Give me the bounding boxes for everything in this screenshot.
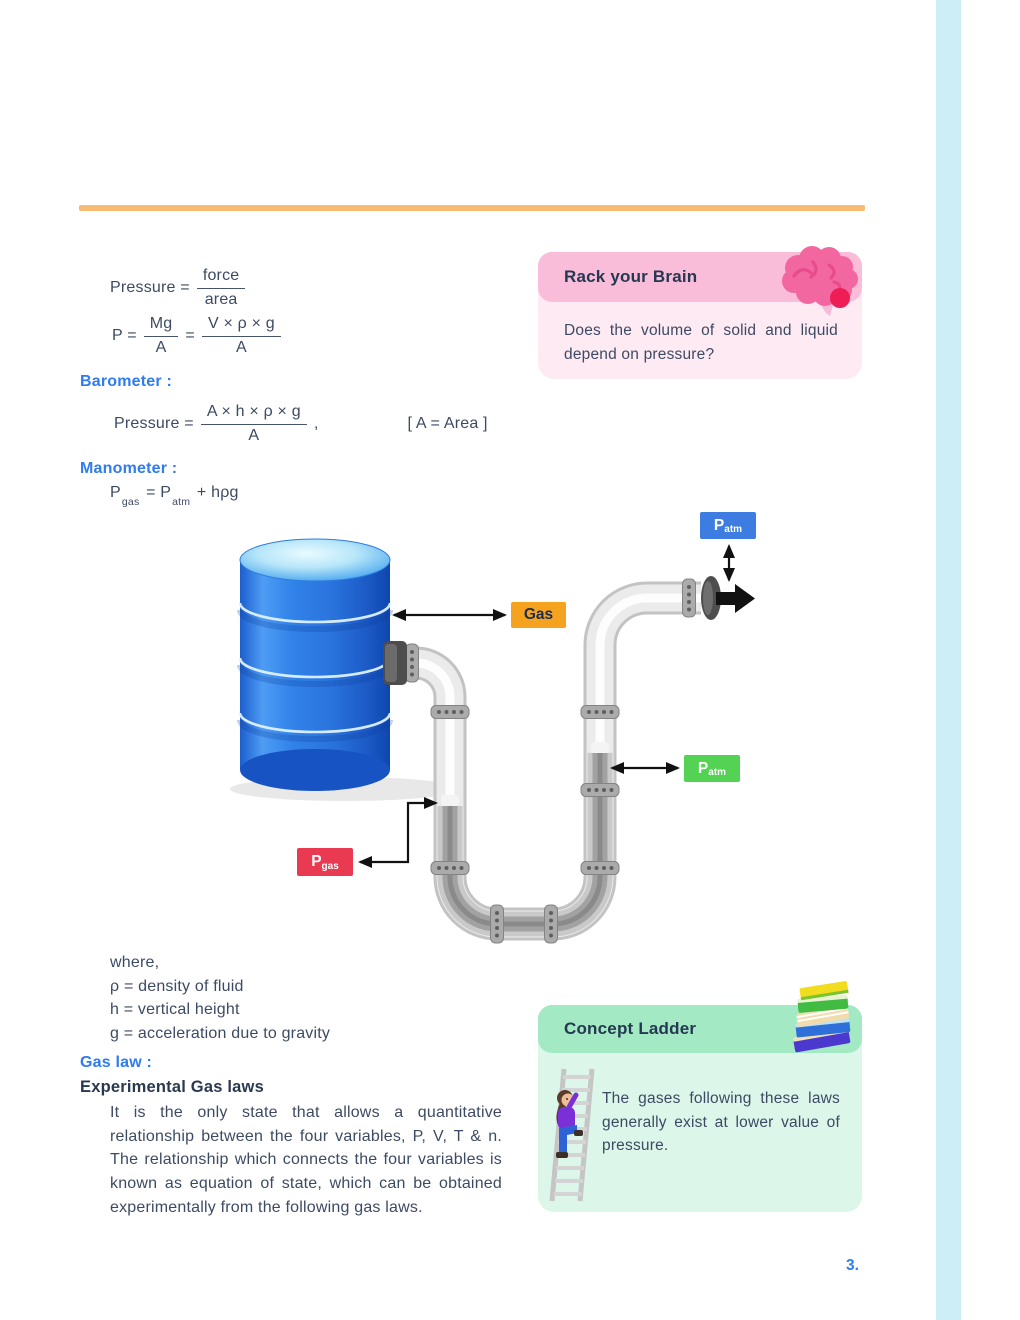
top-accent-bar bbox=[79, 205, 865, 211]
gas-subscript: gas bbox=[121, 496, 140, 509]
formula-lhs: Pressure = bbox=[110, 279, 190, 297]
atmosphere-arrow bbox=[716, 584, 755, 613]
where-line: g = acceleration due to gravity bbox=[110, 1025, 331, 1043]
barometer-formula: Pressure = A × h × ρ × g A , [ A = Area … bbox=[114, 402, 488, 447]
rack-your-brain-text: Does the volume of solid and liquid depe… bbox=[564, 322, 838, 363]
where-line: h = vertical height bbox=[110, 1001, 240, 1019]
equals-sign: = bbox=[185, 327, 195, 345]
rack-your-brain-header: Rack your Brain bbox=[538, 246, 862, 316]
page-side-strip bbox=[936, 0, 961, 1320]
brain-icon bbox=[782, 246, 858, 316]
concept-ladder-title: Concept Ladder bbox=[564, 1019, 697, 1038]
gas-tank bbox=[237, 538, 393, 791]
tank-port bbox=[383, 641, 407, 685]
pressure-expanded-formula: P = Mg A = V × ρ × g A bbox=[112, 314, 281, 359]
barometer-heading: Barometer : bbox=[80, 373, 173, 390]
where-block: where, ρ = density of fluid h = vertical… bbox=[110, 951, 330, 1046]
annotation-arrows bbox=[358, 544, 755, 868]
manometer-heading: Manometer : bbox=[80, 460, 178, 477]
concept-ladder-card: Concept Ladder bbox=[538, 981, 862, 1212]
fraction: Mg A bbox=[143, 314, 179, 359]
gas-law-heading: Gas law : bbox=[80, 1054, 153, 1071]
ladder-climber-icon bbox=[549, 1068, 595, 1202]
p-symbol: P bbox=[110, 484, 121, 501]
rack-your-brain-card: Rack your Brain Does the volume of solid… bbox=[538, 246, 862, 379]
comma: , bbox=[313, 415, 319, 433]
equals-sign: = bbox=[146, 484, 161, 501]
page-number: 3. bbox=[846, 1257, 859, 1274]
concept-ladder-header: Concept Ladder bbox=[538, 981, 862, 1053]
experimental-gas-laws-heading: Experimental Gas laws bbox=[80, 1078, 264, 1096]
where-intro: where, bbox=[110, 954, 160, 971]
formula-lhs: Pressure = bbox=[114, 415, 194, 433]
area-note: [ A = Area ] bbox=[407, 415, 488, 433]
fraction: V × ρ × g A bbox=[201, 314, 281, 359]
manometer-formula: Pgas = Patm + hρg bbox=[110, 484, 239, 508]
formula-lhs: P = bbox=[112, 327, 137, 345]
gas-law-paragraph: It is the only state that allows a quant… bbox=[110, 1104, 502, 1216]
concept-ladder-text: The gases following these laws generally… bbox=[602, 1090, 840, 1154]
formula-tail: + hρg bbox=[196, 484, 239, 501]
manometer-diagram bbox=[230, 538, 755, 944]
fraction: A × h × ρ × g A bbox=[200, 402, 307, 447]
books-icon bbox=[793, 981, 851, 1053]
pipe-open-end bbox=[701, 576, 721, 620]
fraction: force area bbox=[196, 266, 246, 311]
p-symbol: P bbox=[160, 484, 172, 501]
rack-your-brain-title: Rack your Brain bbox=[564, 267, 698, 286]
gas-label: Gas bbox=[511, 602, 566, 628]
pressure-definition-formula: Pressure = force area bbox=[110, 266, 246, 311]
where-line: ρ = density of fluid bbox=[110, 977, 244, 995]
atm-subscript: atm bbox=[172, 496, 191, 509]
manometer-fluid bbox=[437, 742, 613, 937]
